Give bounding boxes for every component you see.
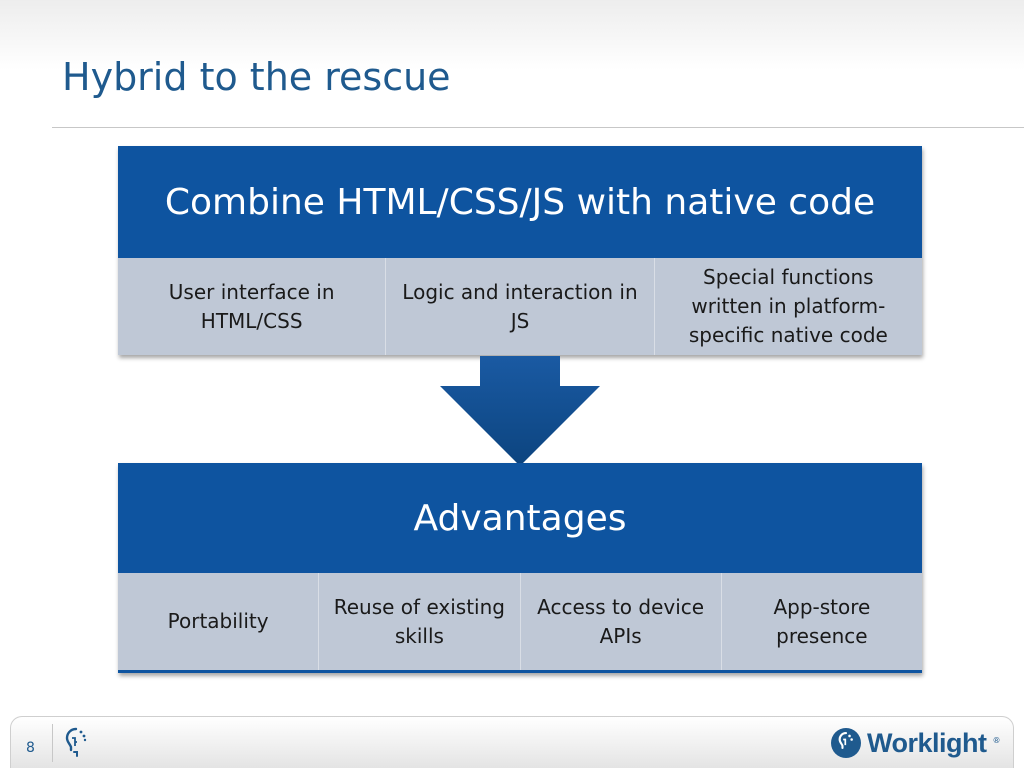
combine-row: User interface in HTML/CSS Logic and int… <box>118 258 922 355</box>
combine-cell-native: Special functions written in platform-sp… <box>653 258 922 355</box>
advantage-reuse-skills: Reuse of existing skills <box>318 573 519 670</box>
combine-block: Combine HTML/CSS/JS with native code Use… <box>118 146 922 355</box>
advantage-device-apis: Access to device APIs <box>519 573 721 670</box>
title-divider <box>52 127 1024 128</box>
worklight-logo: Worklight ® <box>831 726 1001 760</box>
footer-divider <box>52 724 53 762</box>
worklight-logo-icon <box>831 728 861 758</box>
advantage-app-store: App-store presence <box>720 573 922 670</box>
worklight-bulb-icon <box>65 727 87 757</box>
slide-title: Hybrid to the rescue <box>62 55 451 99</box>
advantages-block: Advantages Portability Reuse of existing… <box>118 463 922 673</box>
top-gradient <box>0 0 1024 70</box>
combine-header: Combine HTML/CSS/JS with native code <box>118 146 922 258</box>
page-number: 8 <box>26 740 35 756</box>
registered-mark: ® <box>992 736 1001 745</box>
combine-cell-logic: Logic and interaction in JS <box>385 258 653 355</box>
advantages-header: Advantages <box>118 463 922 573</box>
down-arrow-icon <box>440 356 600 466</box>
combine-cell-ui: User interface in HTML/CSS <box>168 279 335 333</box>
advantages-row: Portability Reuse of existing skills Acc… <box>118 573 922 673</box>
advantage-portability: Portability <box>167 609 269 633</box>
worklight-brand-text: Worklight <box>867 727 987 758</box>
